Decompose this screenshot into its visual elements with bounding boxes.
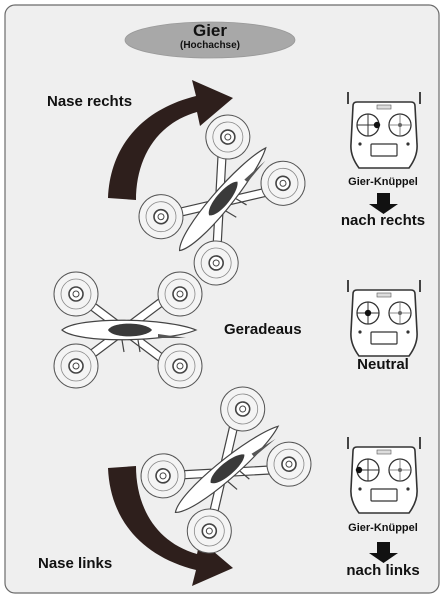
result-label-right: nach rechts	[328, 212, 438, 229]
transmitter-left	[347, 437, 421, 513]
direction-label-straight: Geradeaus	[224, 321, 302, 338]
diagram-subtitle: (Hochachse)	[130, 40, 290, 52]
diagram-title: Gier	[130, 22, 290, 40]
result-label-left: nach links	[328, 562, 438, 579]
stick-caption-right: Gier-Knüppel	[328, 176, 438, 188]
result-label-neutral: Neutral	[328, 356, 438, 373]
stick-caption-left: Gier-Knüppel	[328, 522, 438, 534]
transmitter-neutral	[347, 280, 421, 356]
transmitter-right	[347, 92, 421, 168]
direction-label-right: Nase rechts	[47, 93, 132, 110]
direction-label-left: Nase links	[38, 555, 112, 572]
